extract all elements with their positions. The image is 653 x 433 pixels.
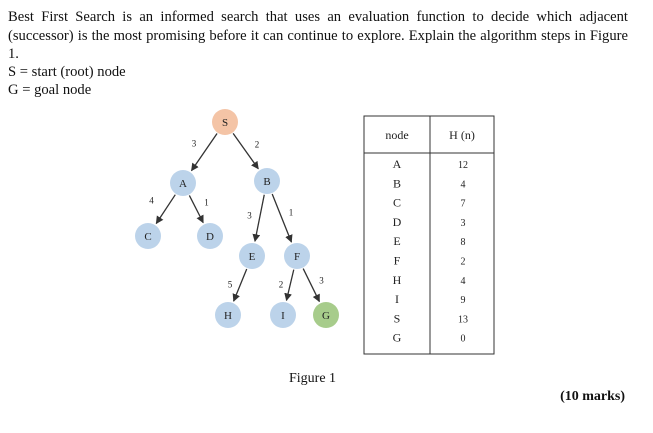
node-G: G xyxy=(313,302,339,328)
table-cell-h-B: 4 xyxy=(461,179,466,190)
table-cell-h-E: 8 xyxy=(461,237,466,248)
node-label-D: D xyxy=(206,231,214,243)
edge-B-F xyxy=(271,193,293,243)
figure-caption: Figure 1 xyxy=(289,371,337,386)
edge-F-G xyxy=(302,268,320,303)
node-circle-G xyxy=(313,302,339,328)
table-cell-h-A: 12 xyxy=(458,160,468,171)
node-circle-D xyxy=(197,223,223,249)
edge-F-I xyxy=(284,269,295,302)
edge-cost-A-C: 4 xyxy=(149,196,154,206)
edge-E-H xyxy=(232,268,248,302)
edge-cost-F-I: 2 xyxy=(279,280,284,290)
node-C: C xyxy=(135,223,161,249)
edge-cost-S-A: 3 xyxy=(192,139,197,149)
edge-cost-A-D: 1 xyxy=(204,198,209,208)
edge-S-B xyxy=(232,133,259,170)
table-cell-node-F: F xyxy=(394,254,401,268)
edge-cost-E-H: 5 xyxy=(228,280,233,290)
edge-cost-B-F: 1 xyxy=(289,208,294,218)
table-cell-h-S: 13 xyxy=(458,314,468,325)
start-node-definition: S = start (root) node xyxy=(8,64,126,80)
edge-S-A xyxy=(190,133,218,172)
node-label-B: B xyxy=(263,176,270,188)
table-cell-h-G: 0 xyxy=(461,334,466,345)
goal-node-definition: G = goal node xyxy=(8,82,92,98)
node-D: D xyxy=(197,223,223,249)
node-circle-C xyxy=(135,223,161,249)
table-cell-node-I: I xyxy=(395,292,399,306)
table-header-node: node xyxy=(385,128,408,142)
node-circle-B xyxy=(254,168,280,194)
node-label-I: I xyxy=(281,310,285,322)
node-label-A: A xyxy=(179,178,187,190)
node-E: E xyxy=(239,243,265,269)
node-F: F xyxy=(284,243,310,269)
node-circle-E xyxy=(239,243,265,269)
table-cell-node-D: D xyxy=(393,215,402,229)
table-cell-h-F: 2 xyxy=(461,257,466,268)
table-cell-h-H: 4 xyxy=(461,276,466,287)
table-cell-h-I: 9 xyxy=(461,295,466,306)
table-cell-h-D: 3 xyxy=(461,218,466,229)
node-circle-A xyxy=(170,170,196,196)
edge-cost-B-E: 3 xyxy=(247,211,252,221)
table-cell-node-C: C xyxy=(393,196,401,210)
node-label-E: E xyxy=(249,251,256,263)
edge-cost-F-G: 3 xyxy=(319,276,324,286)
node-circle-H xyxy=(215,302,241,328)
edge-A-C xyxy=(155,194,176,225)
table-cell-node-B: B xyxy=(393,176,401,190)
edge-cost-S-B: 2 xyxy=(255,140,260,150)
edge-A-D xyxy=(188,195,204,224)
node-label-H: H xyxy=(224,310,232,322)
tree-edges: 3 2 4 1 3 1 5 2 3 xyxy=(149,133,324,303)
table-header-hn: H (n) xyxy=(449,128,475,142)
node-A: A xyxy=(170,170,196,196)
node-label-C: C xyxy=(144,231,151,243)
table-cell-node-H: H xyxy=(393,273,402,287)
node-B: B xyxy=(254,168,280,194)
table-cell-node-G: G xyxy=(393,331,402,345)
table-cell-h-C: 7 xyxy=(461,199,466,210)
node-circle-F xyxy=(284,243,310,269)
node-label-S: S xyxy=(222,117,228,129)
node-circle-S xyxy=(212,109,238,135)
node-S: S xyxy=(212,109,238,135)
question-text: Best First Search is an informed search … xyxy=(8,9,628,62)
tree-nodes: S A B C D E F H I G xyxy=(135,109,339,328)
table-cell-node-A: A xyxy=(393,157,402,171)
node-I: I xyxy=(270,302,296,328)
edge-B-E xyxy=(252,194,265,243)
node-H: H xyxy=(215,302,241,328)
node-circle-I xyxy=(270,302,296,328)
node-label-F: F xyxy=(294,251,300,263)
table-cell-node-S: S xyxy=(394,311,401,325)
table-cell-node-E: E xyxy=(393,234,400,248)
marks-label: (10 marks) xyxy=(560,389,625,404)
node-label-G: G xyxy=(322,310,330,322)
